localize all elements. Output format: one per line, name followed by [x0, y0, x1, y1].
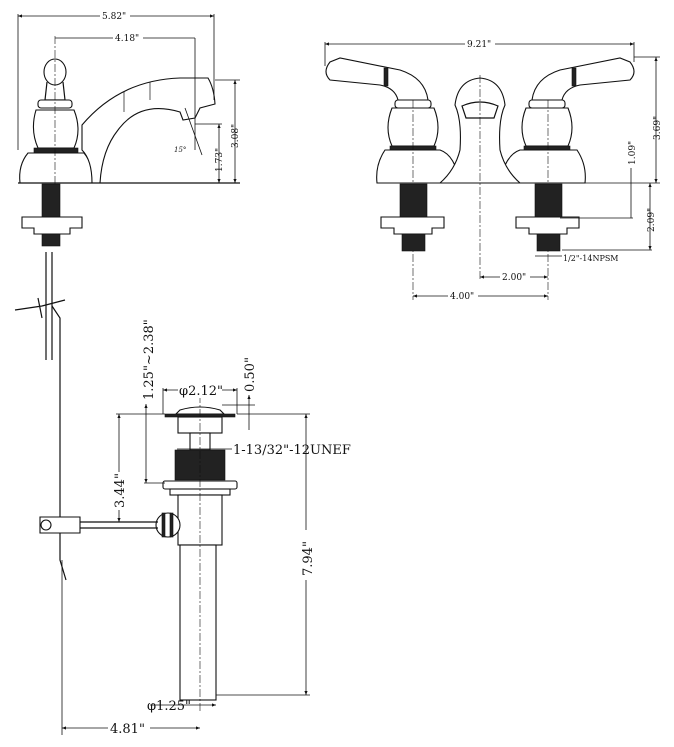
dimension-pivot-height: 3.44" [110, 413, 165, 522]
thread-spec-label: 1/2"-14NPSM [563, 254, 619, 263]
dimension-overall-length: 5.82" [17, 10, 215, 150]
dim-3-08: 3.08" [231, 124, 241, 148]
dim-4-00: 4.00" [450, 292, 474, 302]
dim-3-44: 3.44" [113, 473, 128, 508]
faucet-side-profile [14, 36, 240, 581]
dim-9-21: 9.21" [467, 40, 491, 50]
dimension-spacing: 1/2"-14NPSM 2.00" 4.00" [413, 254, 619, 302]
dim-4-18: 4.18" [115, 34, 139, 44]
dimension-overall-drain-length: 7.94" [216, 413, 316, 696]
dimension-tailpiece-diameter: φ1.25" [147, 699, 216, 714]
dimension-flange-diameter: φ2.12" [162, 382, 238, 414]
dim-2-09: 2.09" [647, 208, 657, 232]
faucet-front-profile [325, 57, 635, 300]
dim-1-09: 1.09" [628, 141, 638, 165]
dim-7-94: 7.94" [301, 541, 316, 576]
dimension-handle-to-spout: 4.18" 15° [55, 32, 203, 156]
dimension-overall-width: 9.21" [324, 38, 635, 66]
body-thread-label: 1-13/32"-12UNEF [233, 443, 351, 458]
dimension-rod-reach: 4.81" [61, 560, 200, 737]
pop-up-drain [39, 395, 238, 712]
dim-3-69: 3.69" [653, 116, 663, 140]
dim-adjust-range: 1.25"~2.38" [142, 319, 157, 400]
dim-4-81: 4.81" [110, 722, 145, 737]
dim-flange-diameter: φ2.12" [179, 384, 223, 399]
side-view: 5.82" 4.18" 15° 3.08" 1.73" [14, 10, 241, 581]
dim-tailpiece-diameter: φ1.25" [147, 699, 191, 714]
dimension-stopper-rise: 0.50" [222, 357, 258, 430]
dim-1-73: 1.73" [215, 148, 225, 172]
dim-angle: 15° [174, 146, 186, 154]
dim-2-00: 2.00" [502, 273, 526, 283]
dimension-body-thread: 1-13/32"-12UNEF [177, 443, 351, 458]
dimension-adjust-range: 1.25"~2.38" [142, 319, 165, 484]
front-view: 9.21" 3.69" 1.09" 2.09" 1/2"-14NPSM 2.00… [324, 38, 663, 302]
dimension-height: 3.08" 1.73" [195, 79, 241, 183]
dim-5-82: 5.82" [102, 12, 126, 22]
dim-0-50: 0.50" [243, 357, 258, 392]
drain-view: φ2.12" 0.50" 1.25"~2.38" 1-13/32"-12UNEF… [39, 319, 351, 737]
dimension-front-height: 3.69" 1.09" 2.09" [560, 56, 663, 251]
